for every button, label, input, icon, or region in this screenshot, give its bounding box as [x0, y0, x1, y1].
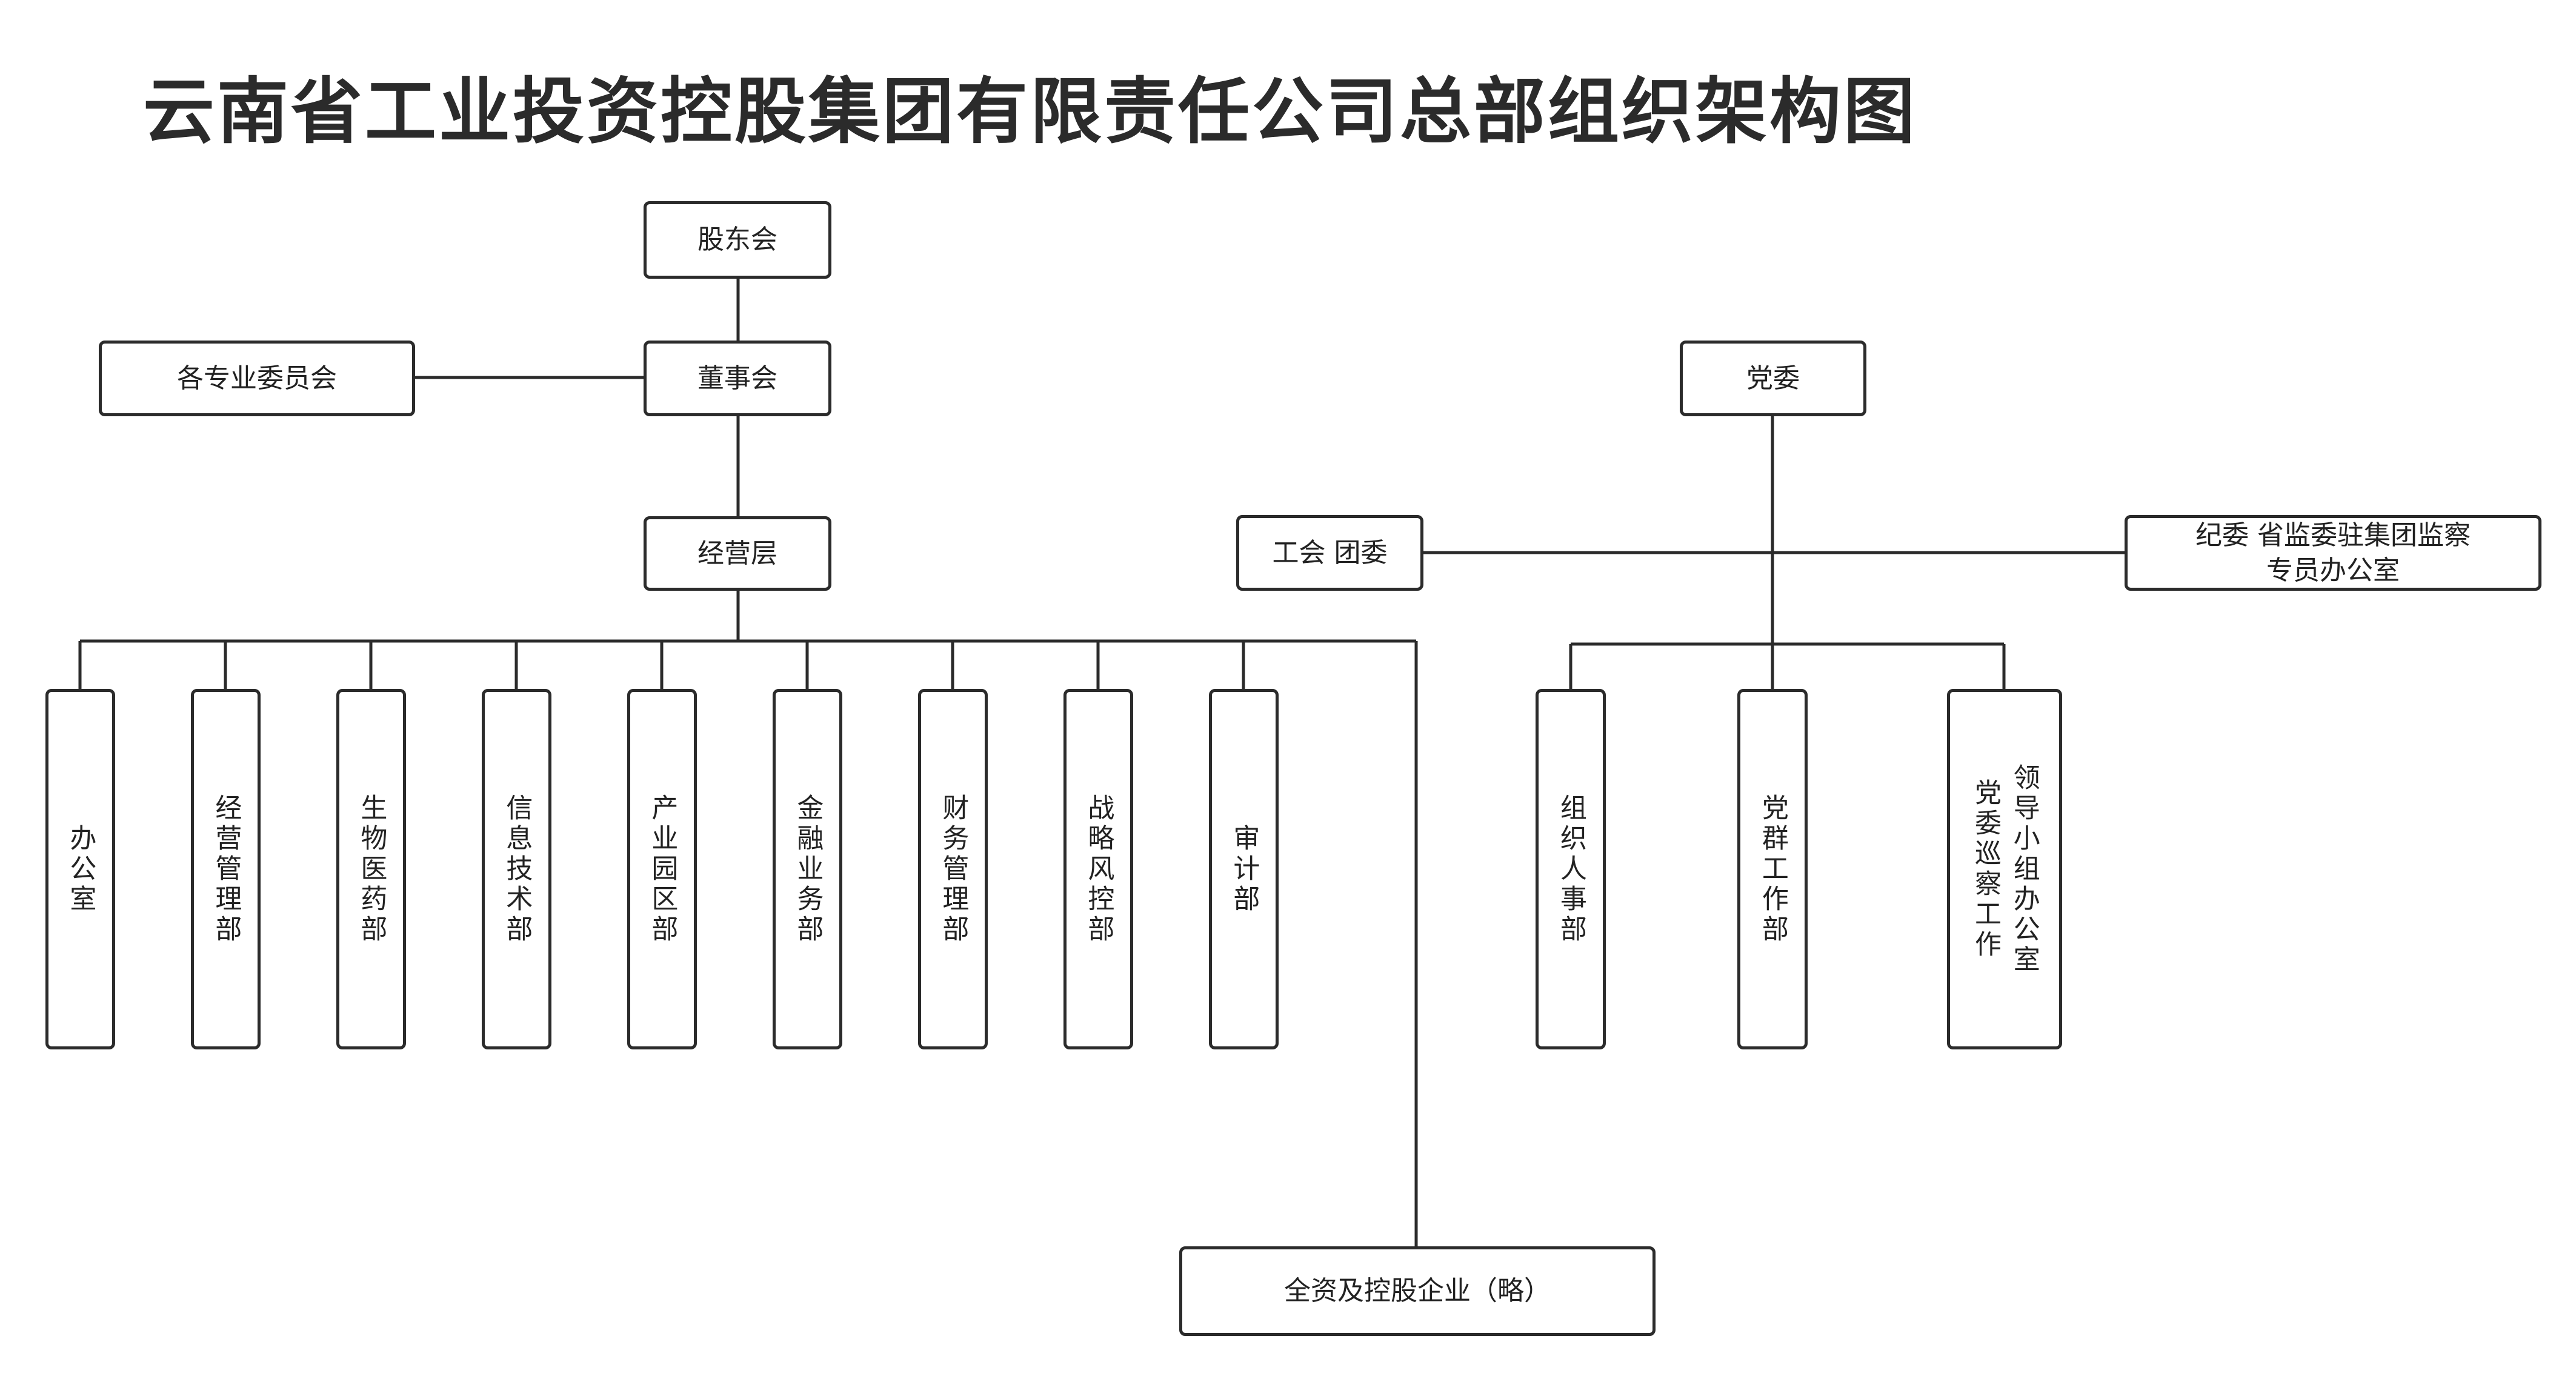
chart-title: 云南省工业投资控股集团有限责任公司总部组织架构图 — [142, 69, 1917, 153]
node-discipline: 纪委 省监委驻集团监察 专员办公室 — [2125, 515, 2541, 591]
dept-finance-business: 金融业务部 — [773, 689, 842, 1049]
node-management: 经营层 — [644, 516, 831, 591]
dept-office: 办公室 — [45, 689, 115, 1049]
node-party-committee: 党委 — [1680, 341, 1866, 416]
dept-industrial-parks: 产业园区部 — [627, 689, 697, 1049]
dept-audit: 审计部 — [1209, 689, 1279, 1049]
node-union: 工会 团委 — [1236, 515, 1423, 591]
dept-organization-personnel: 组织人事部 — [1536, 689, 1606, 1049]
node-shareholders: 股东会 — [644, 201, 831, 279]
dept-financial-management: 财务管理部 — [918, 689, 988, 1049]
node-board: 董事会 — [644, 341, 831, 416]
node-committees: 各专业委员会 — [99, 341, 415, 416]
dept-biomedicine: 生物医药部 — [336, 689, 406, 1049]
dept-it: 信息技术部 — [482, 689, 551, 1049]
node-inspection-office: 领导小组办公室 党委巡察工作 — [1947, 689, 2062, 1049]
dept-strategy-risk: 战略风控部 — [1063, 689, 1133, 1049]
node-subsidiaries: 全资及控股企业（略） — [1179, 1246, 1656, 1336]
dept-party-mass-work: 党群工作部 — [1737, 689, 1808, 1049]
dept-operations: 经营管理部 — [191, 689, 261, 1049]
